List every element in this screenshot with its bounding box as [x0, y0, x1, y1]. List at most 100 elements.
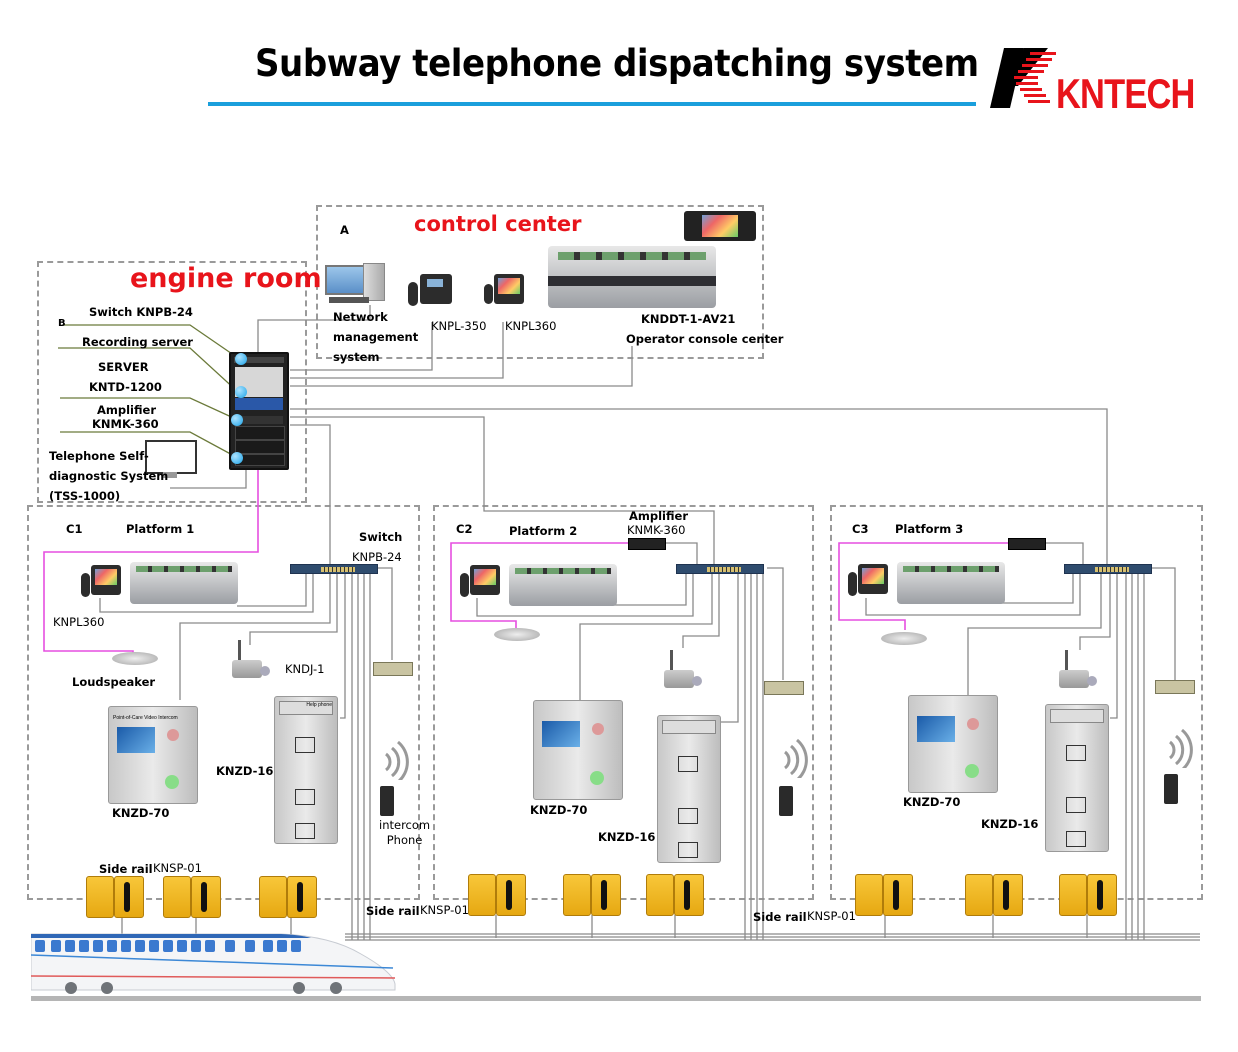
- platform-3-desk-mic-icon: [1057, 650, 1099, 690]
- platform-1-loudspeaker-icon: [112, 652, 158, 665]
- platform-2-help-phone-icon: [657, 715, 721, 863]
- side-rail-phone-icon: [163, 876, 221, 918]
- side-rail-phone-icon: [1059, 874, 1117, 916]
- platform-2-amplifier-icon: [628, 538, 666, 550]
- zone-label-a: A: [340, 223, 349, 237]
- rack-marker-amplifier: [231, 414, 243, 426]
- platform-3-loudspeaker-icon: [881, 632, 927, 645]
- platform-3-video-intercom-label: KNZD-70: [903, 795, 960, 809]
- platform-2-switch-icon: [676, 564, 764, 574]
- knddt-label: KNDDT-1-AV21: [641, 312, 735, 326]
- platform-2-video-phone-icon: [460, 563, 500, 599]
- tss-label: Telephone Self- diagnostic System (TSS-1…: [49, 446, 168, 506]
- side-rail-phone-icon: [855, 874, 913, 916]
- platform-1-help-phone-label: KNZD-16: [216, 764, 273, 778]
- platform-2-side-rail-model: KNSP-01: [420, 903, 469, 917]
- intercom-panel-header: Point-of-Care Video Intercom: [113, 715, 178, 721]
- platform-3-console-icon: [897, 562, 1005, 604]
- platform-1-video-phone-icon: [81, 563, 121, 599]
- side-rail-phone-icon: [965, 874, 1023, 916]
- platform-3-help-phone-label: KNZD-16: [981, 817, 1038, 831]
- platform-1-desk-mic-label: KNDJ-1: [285, 662, 324, 676]
- rack-label-switch: Switch KNPB-24: [89, 305, 193, 319]
- radio-label-line2: Phone: [379, 833, 430, 848]
- platform-1-radio-label: intercom Phone: [379, 818, 430, 848]
- zone-label-b: B: [58, 318, 66, 329]
- zone-label-c2: C2: [456, 522, 472, 536]
- platform-2-video-intercom-icon: [533, 700, 623, 800]
- platform-3-amplifier-icon: [1008, 538, 1046, 550]
- platform-1-switch-label: Switch: [359, 530, 402, 544]
- platform-2-side-rail-label: Side rail: [366, 904, 420, 918]
- desktop-computer-icon: [325, 263, 387, 309]
- side-rail-phone-icon: [468, 874, 526, 916]
- platform-1-side-rail-label: Side rail: [99, 862, 153, 876]
- wire-rack-to-platform1: [290, 425, 330, 565]
- platform-3-switch-icon: [1064, 564, 1152, 574]
- video-phone-icon: [484, 272, 526, 306]
- train-icon: [31, 924, 397, 998]
- platform-2-video-intercom-label: KNZD-70: [530, 803, 587, 817]
- platform-2-desk-mic-icon: [662, 650, 704, 690]
- platform-1-desk-mic-icon: [230, 640, 272, 680]
- platform-2-radio-icon: [775, 738, 807, 818]
- rack-label-amplifier-model: KNMK-360: [92, 417, 159, 431]
- operator-console-label: Operator console center: [626, 332, 783, 346]
- rack-marker-switch: [235, 353, 247, 365]
- radio-label-line1: intercom: [379, 818, 430, 833]
- ip-phone-icon: [408, 272, 454, 306]
- platform-3-video-phone-icon: [848, 562, 888, 598]
- platform-3-side-rail-label: Side rail: [753, 910, 807, 924]
- platform-3-video-intercom-icon: [908, 695, 998, 793]
- platform-2-help-phone-label: KNZD-16: [598, 830, 655, 844]
- zone-label-c1: C1: [66, 522, 82, 536]
- tss-label-line1: Telephone Self-: [49, 446, 168, 466]
- platform-1-title: Platform 1: [126, 522, 194, 536]
- side-rail-phone-icon: [259, 876, 317, 918]
- rack-label-server: SERVER: [98, 360, 149, 374]
- platform-2-recorder-icon: [764, 681, 804, 695]
- rack-marker-tss: [231, 452, 243, 464]
- tss-label-line2: diagnostic System: [49, 466, 168, 486]
- platform-3-radio-icon: [1160, 728, 1192, 808]
- platform-1-phone-label: KNPL360: [53, 615, 104, 629]
- platform-2-console-icon: [509, 564, 617, 606]
- control-center-title: control center: [414, 212, 581, 236]
- platform-2-amplifier-label: Amplifier: [629, 509, 688, 523]
- platform-3-side-rail-model: KNSP-01: [807, 909, 856, 923]
- rack-label-amplifier: Amplifier: [97, 403, 156, 417]
- wire-rack-to-platform3: [290, 409, 1107, 565]
- nms-label-line1: Network: [333, 307, 418, 327]
- zone-label-c3: C3: [852, 522, 868, 536]
- platform-1-switch-model: KNPB-24: [352, 550, 402, 564]
- platform-1-console-icon: [130, 562, 238, 604]
- platform-1-help-phone-icon: Help phone: [274, 696, 338, 844]
- platform-2-amplifier-model: KNMK-360: [627, 523, 686, 537]
- nms-label: Network management system: [333, 307, 418, 367]
- platform-1-loudspeaker-label: Loudspeaker: [72, 675, 155, 689]
- rack-label-recording: Recording server: [82, 335, 193, 349]
- platform-3-recorder-icon: [1155, 680, 1195, 694]
- operator-console-icon: [548, 246, 716, 308]
- rack-marker-recording: [235, 386, 247, 398]
- platform-1-video-intercom-icon: Point-of-Care Video Intercom: [108, 706, 198, 804]
- platform-2-loudspeaker-icon: [494, 628, 540, 641]
- platform-3-title: Platform 3: [895, 522, 963, 536]
- help-phone-header: Help phone: [279, 701, 333, 715]
- platform-2-title: Platform 2: [509, 524, 577, 538]
- nms-label-line3: system: [333, 347, 418, 367]
- platform-3-help-phone-icon: [1045, 704, 1109, 852]
- side-rail-phone-icon: [646, 874, 704, 916]
- platform-1-recorder-icon: [373, 662, 413, 676]
- knpl350-label: KNPL-350: [431, 319, 486, 333]
- platform-1-radio-icon: [376, 740, 408, 818]
- platform-1-switch-icon: [290, 564, 378, 574]
- platform-1-side-rail-model: KNSP-01: [153, 861, 202, 875]
- side-rail-phone-icon: [563, 874, 621, 916]
- side-rail-phone-icon: [86, 876, 144, 918]
- dispatch-terminal-icon: [684, 211, 756, 241]
- rack-label-server-model: KNTD-1200: [89, 380, 162, 394]
- knpl360-cc-label: KNPL360: [505, 319, 556, 333]
- platform-1-video-intercom-label: KNZD-70: [112, 806, 169, 820]
- tss-label-line3: (TSS-1000): [49, 486, 168, 506]
